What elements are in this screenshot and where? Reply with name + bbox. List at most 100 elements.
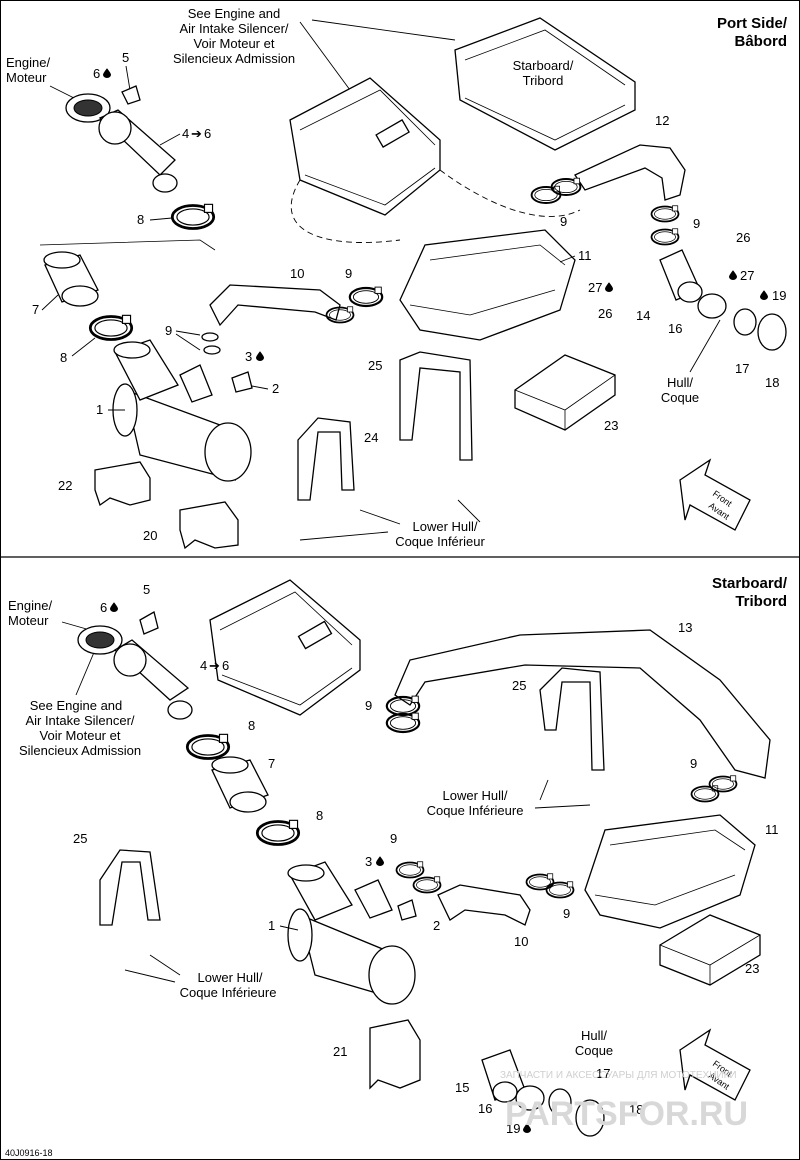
svg-text:Starboard/: Starboard/ <box>513 58 574 73</box>
exhaust-outlet-bottom <box>77 625 193 720</box>
hull-label-top: Hull/ Coque <box>661 375 699 405</box>
lower-hull-label-bottom-b: Lower Hull/ Coque Inférieure <box>180 970 277 1000</box>
callout-7-bottom: 7 <box>268 756 275 771</box>
see-engine-label-bottom: See Engine and Air Intake Silencer/ Voir… <box>19 698 141 758</box>
callout-23-bottom: 23 <box>745 961 759 976</box>
engine-label-bottom: Engine/ Moteur <box>8 598 52 628</box>
svg-text:Air Intake Silencer/: Air Intake Silencer/ <box>25 713 134 728</box>
pad-23-top <box>514 354 616 431</box>
callout-2-bottom: 2 <box>433 918 440 933</box>
callout-14: 14 <box>636 308 650 323</box>
svg-text:Tribord: Tribord <box>523 73 564 88</box>
callout-9c: 9 <box>560 214 567 229</box>
callout-20: 20 <box>143 528 157 543</box>
front-arrow-top: Front Avant <box>679 458 751 531</box>
svg-text:➔: ➔ <box>191 126 202 141</box>
watermark-subtext: ЗАПЧАСТИ И АКСЕССУАРЫ ДЛЯ МОТОТЕХНИКИ <box>500 1070 737 1081</box>
callout-7: 7 <box>32 302 39 317</box>
engine-label-top: Engine/ Moteur <box>6 55 50 85</box>
pad-23-bottom <box>659 914 761 986</box>
svg-text:See Engine and: See Engine and <box>188 6 281 21</box>
callout-3-bottom: 3 <box>365 854 372 869</box>
lower-hull-label-top: Lower Hull/ Coque Inférieur <box>395 519 485 549</box>
callout-26a: 26 <box>736 230 750 245</box>
callout-21-bottom: 21 <box>333 1044 347 1059</box>
svg-text:Moteur: Moteur <box>8 613 49 628</box>
resonator-11-bottom <box>584 814 756 929</box>
svg-text:Coque Inférieure: Coque Inférieure <box>427 803 524 818</box>
top-panel: Port Side/ Bâbord See Engine and Air Int… <box>6 6 788 550</box>
coupler-7-top <box>43 251 99 307</box>
svg-text:➔: ➔ <box>209 658 220 673</box>
callout-25: 25 <box>368 358 382 373</box>
svg-text:Coque: Coque <box>575 1043 613 1058</box>
callout-1-bottom: 1 <box>268 918 275 933</box>
callout-16-bottom: 16 <box>478 1101 492 1116</box>
starboard-label-top: Starboard/ Tribord <box>513 58 574 88</box>
callout-10-bottom: 10 <box>514 934 528 949</box>
callout-2: 2 <box>272 381 279 396</box>
callout-6: 6 <box>93 66 100 81</box>
callout-3: 3 <box>245 349 252 364</box>
callout-25b-bottom: 25 <box>73 831 87 846</box>
figure-id: 40J0916-18 <box>5 1148 53 1158</box>
callout-18-bottom: 18 <box>629 1102 643 1117</box>
hull-label-bottom: Hull/ Coque <box>575 1028 613 1058</box>
bottom-panel: Starboard/ Tribord Engine/ Moteur See En… <box>8 575 788 1137</box>
callout-9d: 9 <box>693 216 700 231</box>
callout-27a: 27 <box>740 268 754 283</box>
svg-text:Lower Hull/: Lower Hull/ <box>442 788 507 803</box>
svg-text:Engine/: Engine/ <box>8 598 52 613</box>
callout-6-bottom: 6 <box>100 600 107 615</box>
callout-1: 1 <box>96 402 103 417</box>
callout-26b: 26 <box>598 306 612 321</box>
top-title-line2: Bâbord <box>735 33 788 50</box>
svg-text:Coque Inférieur: Coque Inférieur <box>395 534 485 549</box>
callout-5-bottom: 5 <box>143 582 150 597</box>
callout-11: 11 <box>578 248 592 263</box>
svg-text:Lower Hull/: Lower Hull/ <box>412 519 477 534</box>
lower-hull-label-bottom-a: Lower Hull/ Coque Inférieure <box>427 788 524 818</box>
callout-8a: 8 <box>137 212 144 227</box>
svg-text:Silencieux Admission: Silencieux Admission <box>173 51 295 66</box>
clamp-8a <box>170 203 216 230</box>
callout-4-bottom: 4 <box>200 658 207 673</box>
callout-18: 18 <box>765 375 779 390</box>
callout-19: 19 <box>772 288 786 303</box>
clamp-8b <box>88 313 134 341</box>
top-title-line1: Port Side/ <box>717 15 788 32</box>
front-arrow-bottom: Front Avant <box>679 1028 751 1101</box>
callout-15-bottom: 15 <box>455 1080 469 1095</box>
callout-12: 12 <box>655 113 669 128</box>
svg-text:Coque: Coque <box>661 390 699 405</box>
callout-8b: 8 <box>60 350 67 365</box>
hose-13-bottom <box>394 629 771 779</box>
callout-13-bottom: 13 <box>678 620 692 635</box>
svg-text:Hull/: Hull/ <box>581 1028 607 1043</box>
svg-text:6: 6 <box>222 658 229 673</box>
svg-text:Air Intake Silencer/: Air Intake Silencer/ <box>179 21 288 36</box>
callout-24: 24 <box>364 430 378 445</box>
svg-text:See Engine and: See Engine and <box>30 698 123 713</box>
hose-12-top <box>574 144 686 201</box>
exhaust-outlet-top <box>65 93 178 193</box>
drop-icon <box>103 68 111 78</box>
callout-8a-bottom: 8 <box>248 718 255 733</box>
callout-22: 22 <box>58 478 72 493</box>
svg-text:Silencieux Admission: Silencieux Admission <box>19 743 141 758</box>
callout-6b: 6 <box>204 126 211 141</box>
svg-text:Moteur: Moteur <box>6 70 47 85</box>
callout-9c-bottom: 9 <box>365 698 372 713</box>
callout-5: 5 <box>122 50 129 65</box>
svg-text:Voir Moteur et: Voir Moteur et <box>40 728 121 743</box>
callout-17-bottom: 17 <box>596 1066 610 1081</box>
callout-9b-bottom: 9 <box>563 906 570 921</box>
air-silencer-left <box>289 77 441 216</box>
watermark: PARTSFOR.RU <box>505 1095 748 1133</box>
callout-9a-bottom: 9 <box>390 831 397 846</box>
callout-17: 17 <box>735 361 749 376</box>
muffler-bottom <box>287 861 416 1005</box>
callout-9a: 9 <box>165 323 172 338</box>
callout-4: 4 <box>182 126 189 141</box>
